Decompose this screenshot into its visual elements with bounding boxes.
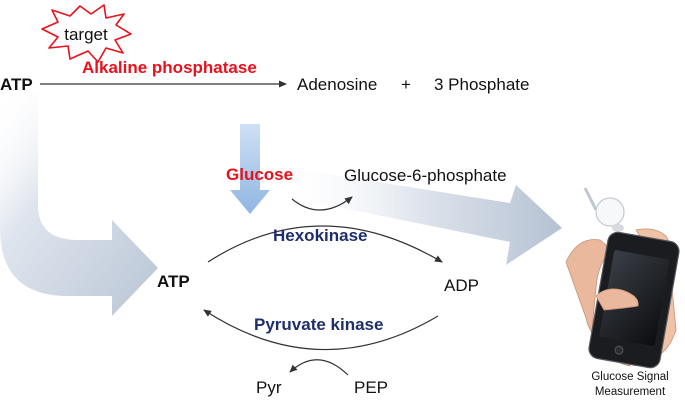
hexokinase-label: Hexokinase bbox=[273, 226, 368, 245]
pyr-label: Pyr bbox=[256, 378, 282, 397]
atp-feed-arrow bbox=[0, 95, 158, 316]
caption-line-1: Glucose Signal bbox=[591, 371, 668, 383]
signal-arrow bbox=[284, 168, 562, 265]
glucose-label: Glucose bbox=[226, 165, 293, 184]
pep-label: PEP bbox=[354, 378, 388, 397]
atp-cycle-label: ATP bbox=[157, 272, 190, 291]
adp-label: ADP bbox=[444, 276, 479, 295]
glucose-6-phosphate-label: Glucose-6-phosphate bbox=[344, 166, 507, 185]
adenosine-label: Adenosine bbox=[297, 75, 377, 94]
alkaline-phosphatase-label: Alkaline phosphatase bbox=[82, 58, 257, 77]
target-label: target bbox=[64, 25, 108, 44]
target-starburst bbox=[41, 4, 132, 63]
phosphate-label: 3 Phosphate bbox=[434, 75, 529, 94]
caption-line-2: Measurement bbox=[595, 386, 666, 398]
atp-top-label: ATP bbox=[0, 75, 33, 94]
plus-sign: + bbox=[401, 75, 411, 94]
pyruvate-kinase-label: Pyruvate kinase bbox=[254, 315, 383, 334]
hexokinase-arc bbox=[207, 225, 443, 263]
glucose-phosphorylation-arrow bbox=[291, 196, 353, 211]
glucometer-phone-illustration bbox=[565, 187, 680, 369]
glucose-input-arrow bbox=[230, 124, 270, 214]
pep-to-pyr-arrow bbox=[289, 359, 349, 376]
pyruvate-kinase-arc bbox=[203, 309, 439, 351]
